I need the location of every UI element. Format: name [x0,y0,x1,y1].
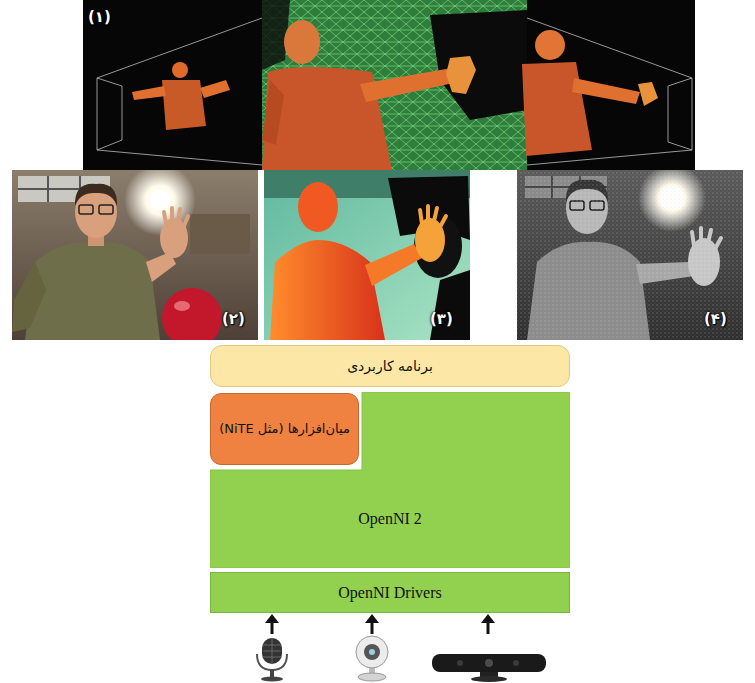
text-area: برنامه کاربردی [211,346,569,386]
callout-number: (۱) [88,8,111,26]
text-area: OpenNI 2 [210,470,570,568]
node-text: برنامه کاربردی [347,357,433,376]
callout-number: (۴) [704,310,727,328]
application-box: برنامه کاربردی [210,345,570,387]
kinect-sensor-icon [432,654,546,682]
callout-number: (۳) [430,310,453,328]
depth-image [264,170,470,340]
text-area: میان‌افزارها (مثل NiTE) [211,394,358,464]
point-cloud-panel [83,0,695,170]
webcam-icon [356,636,388,681]
node-text: OpenNI Drivers [338,582,442,604]
middleware-box: میان‌افزارها (مثل NiTE) [210,393,359,465]
callout-number: (۲) [222,310,245,328]
layer-outline [210,392,570,568]
rgb-photo [12,170,258,340]
infrared-image [517,170,743,340]
input-arrows [265,614,495,634]
driver-bar: OpenNI Drivers [210,572,570,613]
microphone-icon [257,638,287,682]
text-area: OpenNI Drivers [211,573,569,612]
node-text: میان‌افزارها (مثل NiTE) [219,420,350,438]
node-text: OpenNI 2 [358,508,422,530]
